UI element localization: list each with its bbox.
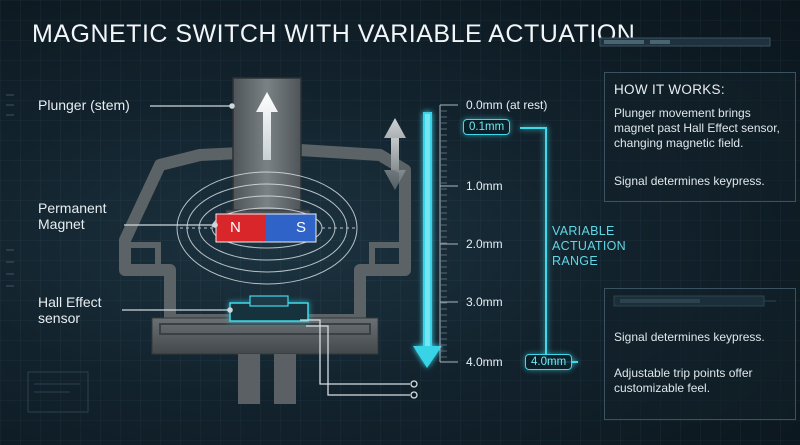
how-it-works-heading: HOW IT WORKS: xyxy=(614,82,725,97)
travel-bar-core xyxy=(425,114,430,346)
hall-effect-sensor xyxy=(229,295,309,322)
trip-points-adjustable-text: Adjustable trip points offer customizabl… xyxy=(614,366,753,395)
bottom-left-decor xyxy=(27,371,89,413)
tick-label-1mm: 1.0mm xyxy=(466,179,503,193)
how-it-works-text: Plunger movement brings magnet past Hall… xyxy=(614,106,780,150)
label-leader-lines xyxy=(122,103,235,313)
how-it-works-signal-text: Signal determines keypress. xyxy=(614,174,765,188)
page-title: MAGNETIC SWITCH WITH VARIABLE ACTUATION xyxy=(32,20,636,48)
magnet-north-label: N xyxy=(230,219,241,236)
header-decor xyxy=(599,37,771,47)
travel-arrow-icon xyxy=(384,118,406,190)
magnet-south-label: S xyxy=(296,219,307,236)
tick-label-3mm: 3.0mm xyxy=(466,295,503,309)
range-label-line1: VARIABLE xyxy=(552,224,615,238)
left-decor xyxy=(6,94,14,287)
range-label-line2: ACTUATION xyxy=(552,239,626,253)
scale-minor-ticks xyxy=(440,110,447,358)
up-arrow-icon xyxy=(256,92,278,160)
trip-point-bottom-badge: 4.0mm xyxy=(525,354,573,370)
tick-label-4mm: 4.0mm xyxy=(466,355,503,369)
trip-points-signal-text: Signal determines keypress. xyxy=(614,330,765,344)
permanent-magnet xyxy=(215,213,317,243)
magnet-label-line2: Magnet xyxy=(38,216,85,232)
sensor-label-line2: sensor xyxy=(38,310,81,326)
sensor-label-line1: Hall Effect xyxy=(38,294,102,310)
tick-label-2mm: 2.0mm xyxy=(466,237,503,251)
scale-ruler xyxy=(439,104,458,363)
sensor-wires xyxy=(300,319,418,399)
trip-point-top-badge: 0.1mm xyxy=(463,119,511,135)
magnet-label-line1: Permanent xyxy=(38,200,107,216)
trip-points-panel xyxy=(604,288,796,420)
tick-label-0mm: 0.0mm (at rest) xyxy=(466,98,548,112)
switch-housing xyxy=(119,144,411,404)
plunger-label: Plunger (stem) xyxy=(38,97,130,113)
how-it-works-panel xyxy=(604,72,796,202)
magnetic-field-lines xyxy=(176,171,358,285)
range-label-line3: RANGE xyxy=(552,254,598,268)
